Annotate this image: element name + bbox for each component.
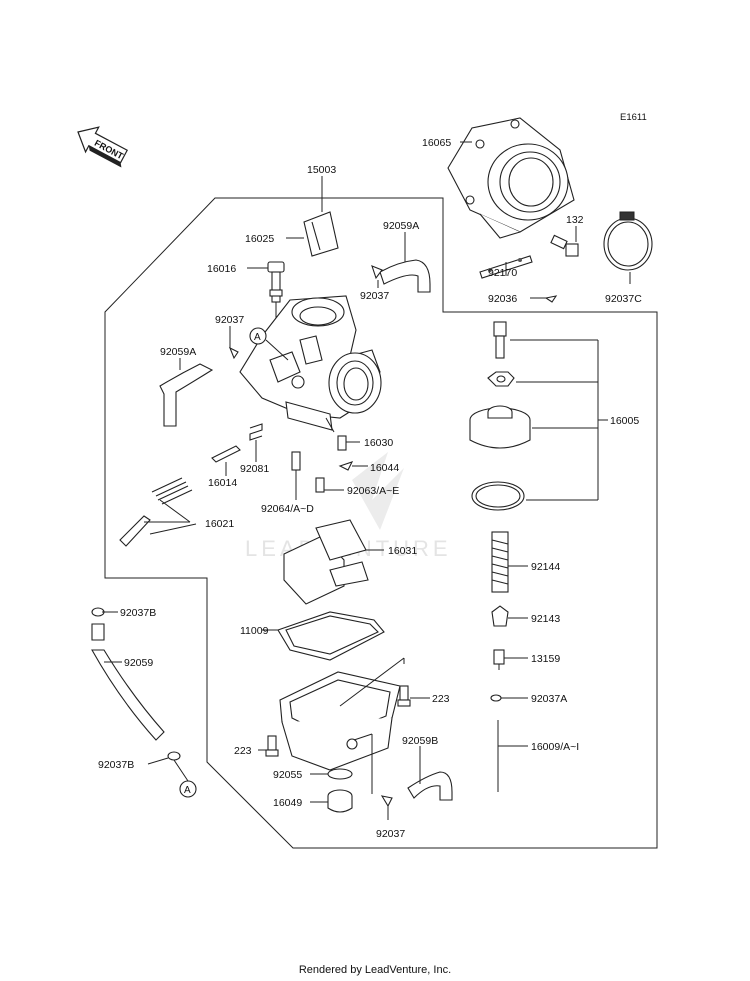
callout-92064: 92064/A~D xyxy=(261,503,314,515)
callout-92081: 92081 xyxy=(240,463,269,475)
marker-a-bottom-label: A xyxy=(184,785,191,796)
callout-92036: 92036 xyxy=(488,293,517,305)
screw-16016 xyxy=(267,261,285,318)
callout-92037B-top: 92037B xyxy=(120,607,156,619)
clamp-92037C xyxy=(603,211,653,271)
callout-16044: 16044 xyxy=(370,462,399,474)
marker-a-top: A xyxy=(249,327,289,361)
screw-16014 xyxy=(211,445,241,472)
hose-92059B xyxy=(407,771,453,801)
callout-16030: 16030 xyxy=(364,437,393,449)
callout-16021: 16021 xyxy=(205,518,234,530)
callout-16014: 16014 xyxy=(208,477,237,489)
jet-92064 xyxy=(291,451,301,500)
callout-16049: 16049 xyxy=(273,797,302,809)
float-16031 xyxy=(283,519,384,605)
marker-a-bottom: A xyxy=(173,759,197,798)
callout-223-right: 223 xyxy=(432,693,450,705)
clip-16044 xyxy=(338,461,368,471)
bracket-16005 xyxy=(510,339,608,501)
hose-92059 xyxy=(91,607,181,761)
callout-16009: 16009/A~I xyxy=(531,741,579,753)
clip-92037-left xyxy=(228,346,239,360)
screw-top-16005 xyxy=(493,321,507,359)
callout-92144: 92144 xyxy=(531,561,560,573)
callout-92037C: 92037C xyxy=(605,293,642,305)
needle-16009 xyxy=(497,720,528,792)
screw-223-left xyxy=(265,735,279,757)
clip-92037-bottom xyxy=(380,795,393,820)
callout-92059: 92059 xyxy=(124,657,153,669)
float-bowl xyxy=(279,657,405,794)
callout-92059A-left: 92059A xyxy=(160,346,196,358)
leader-lines xyxy=(102,141,631,803)
needle-13159 xyxy=(493,649,528,670)
screw-223-right xyxy=(397,685,430,707)
gasket-11009 xyxy=(262,611,385,661)
spring-92144 xyxy=(491,531,528,593)
clip-92037-top xyxy=(371,265,383,280)
front-arrow-icon: FRONT xyxy=(77,126,129,168)
callout-13159: 13159 xyxy=(531,653,560,665)
callout-15003: 15003 xyxy=(307,164,336,176)
bolt-132 xyxy=(550,234,579,257)
callout-11009: 11009 xyxy=(240,625,269,637)
oring-16005 xyxy=(471,481,525,511)
callout-92170: 92170 xyxy=(488,267,517,279)
callout-16065: 16065 xyxy=(422,137,451,149)
callout-92059B: 92059B xyxy=(402,735,438,747)
callout-132: 132 xyxy=(566,214,584,226)
footer-credit: Rendered by LeadVenture, Inc. xyxy=(298,964,452,976)
callout-92037-top: 92037 xyxy=(360,290,389,302)
hose-92059A-top xyxy=(379,259,431,293)
callout-92059A-top: 92059A xyxy=(383,220,419,232)
jet-16030 xyxy=(337,435,360,451)
marker-a-top-label: A xyxy=(254,332,261,343)
callout-92037-bottom: 92037 xyxy=(376,828,405,840)
callout-92063: 92063/A~E xyxy=(347,485,399,497)
carburetor-body-15003 xyxy=(239,295,382,433)
callout-16025: 16025 xyxy=(245,233,274,245)
callout-92037-left: 92037 xyxy=(215,314,244,326)
diagram-code: E1611 xyxy=(620,112,647,123)
spring-screw-16021 xyxy=(119,477,197,547)
callout-92037B-bottom: 92037B xyxy=(98,759,134,771)
washer-92036 xyxy=(544,295,558,303)
valve-92143 xyxy=(491,605,528,627)
callouts: 16065 15003 16025 92059A 132 16016 92170… xyxy=(98,137,642,840)
intake-manifold-16065 xyxy=(447,117,575,239)
callout-92037A: 92037A xyxy=(531,693,567,705)
hose-92059A-left xyxy=(159,363,214,427)
callout-16031: 16031 xyxy=(388,545,417,557)
cap-top-16005 xyxy=(469,405,531,449)
jet-92063 xyxy=(315,477,344,493)
cap-16025 xyxy=(303,211,339,257)
assembly-outline xyxy=(104,197,658,849)
callout-16005: 16005 xyxy=(610,415,639,427)
nut-16005 xyxy=(487,371,515,387)
callout-223-left: 223 xyxy=(234,745,252,757)
spring-92081 xyxy=(249,423,263,462)
callout-16016: 16016 xyxy=(207,263,236,275)
plug-16049 xyxy=(327,789,353,813)
callout-92055: 92055 xyxy=(273,769,302,781)
oring-92055 xyxy=(327,768,353,780)
callout-92143: 92143 xyxy=(531,613,560,625)
clip-92037A xyxy=(490,694,528,702)
